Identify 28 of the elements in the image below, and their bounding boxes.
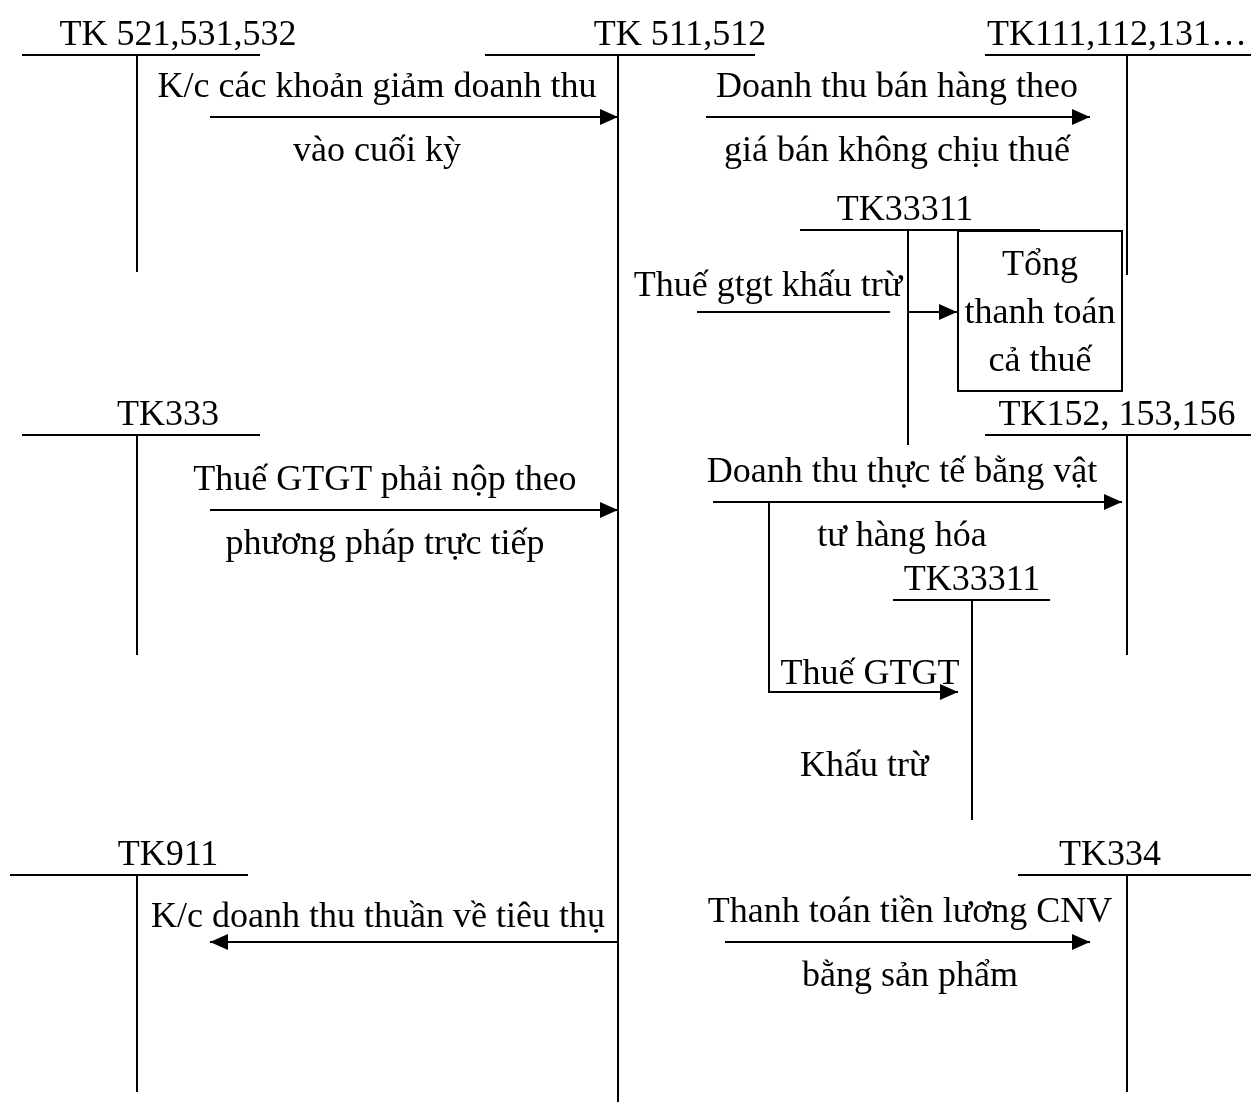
- arrow: [768, 501, 959, 700]
- edge-label: Thuế GTGT: [779, 651, 961, 694]
- account-title: TK152, 153,156: [998, 392, 1236, 435]
- arrow: [724, 934, 1091, 950]
- account-title: TK911: [117, 832, 219, 875]
- note-text: Khấu trừ: [800, 743, 929, 786]
- account-title: TK334: [1059, 832, 1161, 875]
- account-title: TK33311: [836, 187, 974, 230]
- account-title: TK111,112,131…: [987, 12, 1247, 55]
- arrow: [209, 934, 619, 950]
- edge-label: K/c doanh thu thuần về tiêu thụ: [150, 894, 606, 937]
- edge-label: Thuế gtgt khấu trừ: [632, 263, 904, 306]
- account-title: TK 511,512: [593, 12, 767, 55]
- account-title: TK 521,531,532: [59, 12, 297, 55]
- edge-label: Thanh toán tiền lương CNV bằng sản phẩm: [706, 889, 1114, 996]
- connector-line: [696, 311, 891, 313]
- edge-label: Thuế GTGT phải nộp theo phương pháp trực tiếp: [192, 457, 578, 564]
- arrow: [907, 304, 958, 320]
- total-box: Tổng thanh toán cả thuế: [957, 230, 1123, 392]
- edge-label: Doanh thu thực tế bằng vật tư hàng hóa: [705, 449, 1099, 556]
- arrow: [209, 109, 619, 125]
- edge-label: K/c các khoản giảm doanh thu vào cuối kỳ: [156, 64, 598, 171]
- arrow: [712, 494, 1123, 510]
- account-title: TK33311: [903, 557, 1041, 600]
- arrow: [209, 502, 619, 518]
- edge-label: Doanh thu bán hàng theo giá bán không chịu thuế: [715, 64, 1079, 171]
- arrow: [705, 109, 1091, 125]
- account-title: TK333: [117, 392, 219, 435]
